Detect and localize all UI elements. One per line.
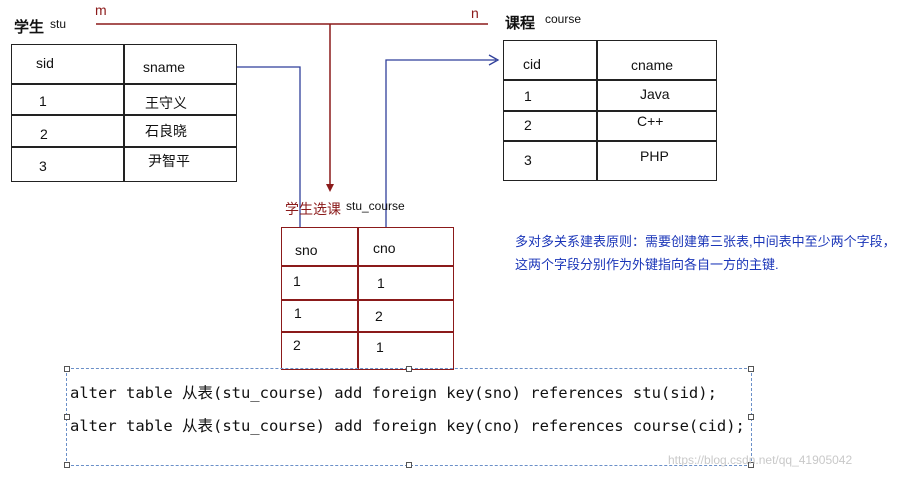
student-table: sid sname 1 王守义 2 石良晓 3 尹智平: [11, 44, 237, 182]
stu-course-table: sno cno 1 1 1 2 2 1: [281, 227, 454, 370]
student-row-3-sname: 尹智平: [148, 153, 190, 169]
n-label: n: [471, 5, 479, 21]
course-row-3-cid: 3: [524, 152, 532, 168]
cno-to-cid-line: [385, 59, 496, 234]
sql-code-box[interactable]: [64, 366, 754, 468]
cno-to-cid-arrowhead: [488, 54, 500, 66]
resize-handle[interactable]: [64, 462, 70, 468]
sid-header: sid: [36, 55, 54, 71]
resize-handle[interactable]: [64, 366, 70, 372]
middle-row-1-cno: 1: [377, 275, 385, 291]
resize-handle[interactable]: [64, 414, 70, 420]
course-table-title: 课程: [505, 15, 536, 32]
course-row-2-cname: C++: [637, 113, 664, 129]
many-to-many-rule-note: 多对多关系建表原则：需要创建第三张表,中间表中至少两个字段，这两个字段分别作为外…: [515, 234, 896, 272]
sql-line-1[interactable]: alter table 从表(stu_course) add foreign k…: [70, 384, 717, 402]
sname-header: sname: [143, 59, 186, 75]
middle-table-title: 学生选课: [285, 201, 341, 217]
course-row-2-cid: 2: [524, 117, 532, 133]
resize-handle[interactable]: [748, 366, 754, 372]
course-row-1-cid: 1: [524, 88, 532, 104]
cid-header: cid: [523, 56, 541, 72]
middle-row-2-cno: 2: [375, 308, 383, 324]
watermark: https://blog.csdn.net/qq_41905042: [668, 453, 853, 467]
student-row-2-sname: 石良晓: [145, 123, 187, 139]
m-label: m: [95, 2, 107, 18]
sno-header: sno: [295, 242, 318, 258]
course-table: cid cname 1 Java 2 C++ 3 PHP: [503, 40, 717, 181]
middle-row-1-sno: 1: [293, 273, 301, 289]
middle-row-2-sno: 1: [294, 305, 302, 321]
resize-handle[interactable]: [406, 462, 412, 468]
student-row-1-sid: 1: [39, 93, 47, 109]
student-table-name: stu: [50, 17, 67, 31]
course-row-3-cname: PHP: [640, 148, 669, 164]
student-row-3-sid: 3: [39, 158, 47, 174]
resize-handle[interactable]: [748, 462, 754, 468]
student-row-2-sid: 2: [40, 126, 48, 142]
course-row-1-cname: Java: [640, 86, 670, 102]
course-table-name: course: [545, 12, 582, 26]
middle-row-3-sno: 2: [293, 337, 301, 353]
cname-header: cname: [631, 57, 674, 73]
student-row-1-sname: 王守义: [145, 95, 187, 111]
middle-row-3-cno: 1: [376, 339, 384, 355]
middle-arrowhead: [326, 184, 334, 192]
resize-handle[interactable]: [406, 366, 412, 372]
sql-line-2[interactable]: alter table 从表(stu_course) add foreign k…: [70, 417, 745, 435]
student-table-title: 学生: [14, 19, 45, 36]
cno-header: cno: [373, 240, 396, 256]
middle-table-name: stu_course: [346, 199, 405, 213]
resize-handle[interactable]: [748, 414, 754, 420]
